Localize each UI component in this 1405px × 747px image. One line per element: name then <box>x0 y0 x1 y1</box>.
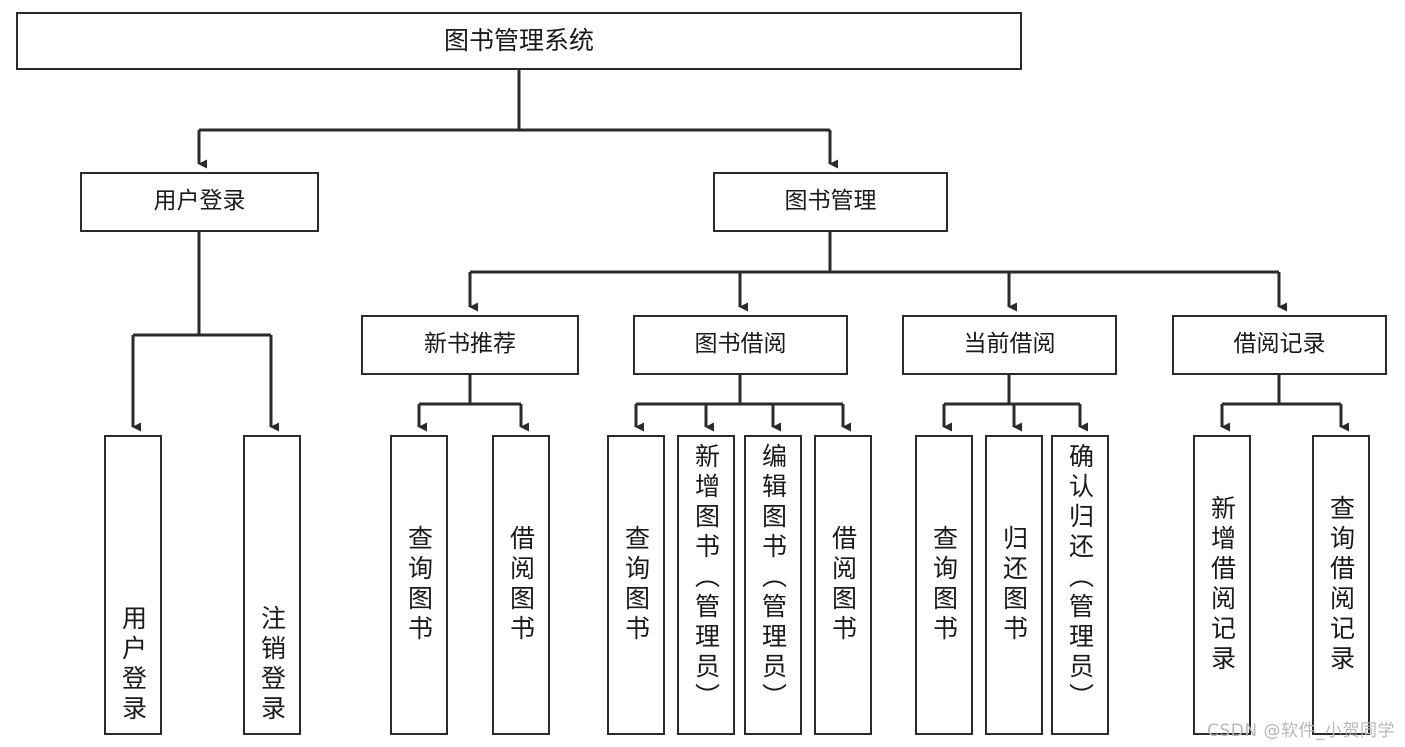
node-label: 查询图书 <box>621 525 651 645</box>
node-leaf-query-book-1[interactable]: 查询图书 <box>390 435 448 735</box>
node-label: 图书借阅 <box>694 331 787 358</box>
node-leaf-borrow-book-2[interactable]: 借阅图书 <box>814 435 872 735</box>
node-label: 查询图书 <box>404 525 434 645</box>
node-user-login[interactable]: 用户登录 <box>80 172 319 232</box>
node-leaf-add-record[interactable]: 新增借阅记录 <box>1193 435 1251 735</box>
node-label: 查询借阅记录 <box>1326 495 1356 675</box>
node-label: 当前借阅 <box>963 331 1056 358</box>
node-label: 图书管理系统 <box>443 26 594 56</box>
node-label: 用户登录 <box>118 605 148 725</box>
node-leaf-edit-book[interactable]: 编辑图书（管理员） <box>744 435 802 735</box>
node-label: 新增图书（管理员） <box>691 443 721 713</box>
node-label: 新增借阅记录 <box>1207 495 1237 675</box>
node-label: 查询图书 <box>929 525 959 645</box>
node-borrow-record[interactable]: 借阅记录 <box>1172 315 1387 375</box>
node-leaf-query-record[interactable]: 查询借阅记录 <box>1312 435 1370 735</box>
node-label: 新书推荐 <box>424 331 516 358</box>
node-leaf-logout[interactable]: 注销登录 <box>243 435 301 735</box>
node-new-book-recommend[interactable]: 新书推荐 <box>361 315 579 375</box>
node-leaf-query-book-3[interactable]: 查询图书 <box>915 435 973 735</box>
node-book-borrow[interactable]: 图书借阅 <box>633 315 848 375</box>
node-book-management[interactable]: 图书管理 <box>713 172 948 232</box>
node-label: 借阅图书 <box>828 525 858 645</box>
node-current-borrow[interactable]: 当前借阅 <box>902 315 1117 375</box>
node-label: 用户登录 <box>153 188 246 215</box>
node-label: 归还图书 <box>999 525 1029 645</box>
node-label: 借阅图书 <box>506 525 536 645</box>
node-leaf-add-book[interactable]: 新增图书（管理员） <box>677 435 735 735</box>
node-leaf-query-book-2[interactable]: 查询图书 <box>607 435 665 735</box>
node-label: 注销登录 <box>257 605 287 725</box>
node-label: 编辑图书（管理员） <box>758 443 788 713</box>
node-root-system[interactable]: 图书管理系统 <box>16 12 1022 70</box>
node-leaf-user-login[interactable]: 用户登录 <box>104 435 162 735</box>
node-label: 图书管理 <box>784 188 877 215</box>
node-label: 借阅记录 <box>1233 331 1326 358</box>
node-leaf-confirm-return[interactable]: 确认归还（管理员） <box>1051 435 1109 735</box>
node-leaf-borrow-book-1[interactable]: 借阅图书 <box>492 435 550 735</box>
csdn-watermark: CSDN @软件_小贺同学 <box>1207 721 1395 741</box>
node-label: 确认归还（管理员） <box>1065 443 1095 713</box>
node-leaf-return-book[interactable]: 归还图书 <box>985 435 1043 735</box>
